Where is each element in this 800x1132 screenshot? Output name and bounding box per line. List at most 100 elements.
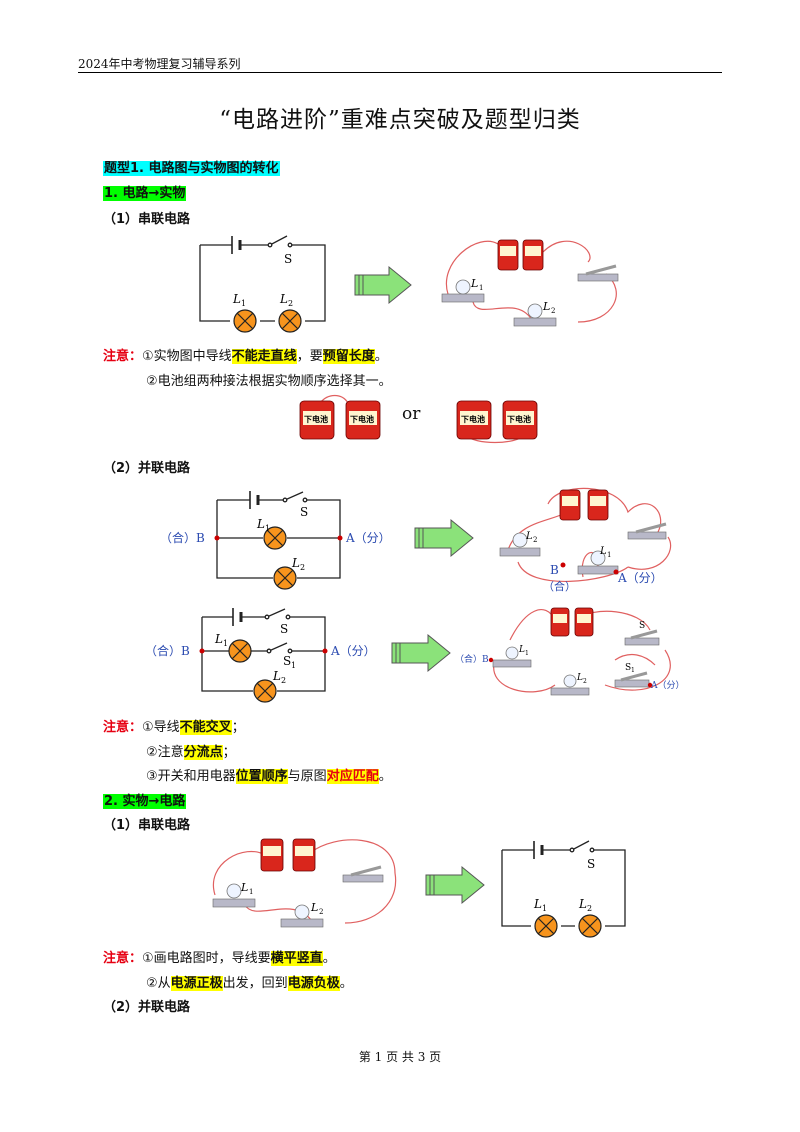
arrow-icon (425, 865, 485, 905)
lamp-label: L (518, 645, 525, 655)
arrow-icon (414, 518, 474, 558)
lamp-sub: 2 (288, 299, 293, 308)
series-label-2: （1）串联电路 (103, 818, 191, 833)
lamp-label: L (525, 531, 533, 542)
lamp-label: L (310, 901, 318, 914)
battery-option-a: 下电池 下电池 (299, 394, 381, 440)
lamp-sub: 1 (607, 551, 611, 559)
switch-label: S (300, 505, 308, 519)
lamp-sub: 1 (223, 639, 228, 648)
note-highlight: 对应匹配 (326, 769, 379, 784)
lamp-sub: 2 (281, 676, 286, 685)
note-label: 注意： (103, 951, 143, 966)
note-highlight: 电源负极 (287, 976, 340, 991)
arrow-icon (354, 265, 412, 305)
note-text: ②注意 (146, 745, 184, 760)
switch1-sub: 1 (631, 667, 635, 674)
parallel-label-2: （2）并联电路 (103, 1000, 191, 1015)
lamp-label: L (240, 881, 248, 894)
series-physical-picture: L 1 L 2 (441, 239, 619, 327)
parallel-note-line-1: 注意：①导线不能交叉； (103, 716, 245, 735)
battery-icon (559, 489, 609, 521)
split-node-label: A（分） (617, 571, 663, 585)
note-text: ，要 (296, 349, 323, 364)
lamp-sub: 2 (300, 563, 305, 572)
parallel-note-line-2: ②注意分流点； (146, 741, 236, 760)
note-text: 。 (322, 951, 336, 966)
note-text: ； (222, 745, 236, 760)
lamp-sub: 1 (241, 299, 246, 308)
lamp-sub: 2 (587, 904, 592, 913)
arrow-icon (391, 633, 451, 673)
lamp-label: L (232, 292, 241, 306)
battery-text: 下电池 (507, 414, 531, 424)
note-text: ； (231, 720, 245, 735)
parallel-circuit-diagram-b: S S 1 L 1 L 2 （合）B A（分） (145, 608, 376, 703)
note-text: ①画电路图时，导线要 (142, 951, 271, 966)
lamp-label: L (256, 517, 265, 531)
merge-node-label: B (550, 563, 559, 577)
note-text: 。 (339, 976, 353, 991)
battery-icon (550, 607, 594, 637)
lamp-label: L (291, 556, 300, 570)
battery-text: 下电池 (304, 414, 328, 424)
lamp-sub: 1 (479, 284, 483, 292)
switch-label: S (639, 621, 645, 631)
header-rule (78, 72, 722, 73)
note-highlight: 横平竖直 (270, 951, 323, 966)
lamp-label: L (576, 673, 583, 683)
parallel-physical-picture-a: L 2 L 1 B （合） A（分） (499, 487, 672, 593)
part-heading-2: 2. 实物→电路 (103, 790, 187, 809)
section-heading-text: 题型1. 电路图与实物图的转化 (103, 161, 280, 176)
note-label: 注意： (103, 349, 143, 364)
parallel-physical-picture-b: （合）B A（分） L 1 L 2 S S 1 (455, 607, 685, 696)
note-text: 出发，回到 (222, 976, 288, 991)
lamp-label: L (578, 897, 587, 911)
split-node-label: A（分） (650, 680, 685, 691)
series-circuit-diagram: S L 1 L 2 (199, 235, 326, 333)
lamp-sub: 2 (551, 307, 555, 315)
switch-label: S (587, 857, 595, 871)
switch-label: S (280, 622, 288, 636)
note-text: 与原图 (287, 769, 327, 784)
parallel-label-1: （2）并联电路 (103, 461, 191, 476)
lamp-label: L (272, 669, 281, 683)
note-text: 。 (374, 349, 388, 364)
header-series: 2024年中考物理复习辅导系列 (78, 57, 241, 71)
part-heading-text: 1. 电路→实物 (103, 186, 187, 201)
note-highlight: 不能走直线 (231, 349, 297, 364)
note-text: ②从 (146, 976, 171, 991)
series-label-1: （1）串联电路 (103, 212, 191, 227)
section-heading-1: 题型1. 电路图与实物图的转化 (103, 157, 280, 176)
battery-icon (497, 239, 544, 271)
lamp-label: L (533, 897, 542, 911)
lamp-sub: 2 (319, 908, 323, 916)
switch1-label: S (625, 663, 631, 673)
note-text: 。 (378, 769, 392, 784)
lamp-label: L (470, 277, 478, 290)
lamp-sub: 2 (533, 536, 537, 544)
merge-node-label: （合） (543, 579, 576, 593)
merge-node-label: （合）B (455, 653, 489, 665)
note-line-1: 注意：①实物图中导线不能走直线，要预留长度。 (103, 345, 388, 364)
lamp-sub: 1 (249, 888, 253, 896)
part2-note-line-2: ②从电源正极出发，回到电源负极。 (146, 972, 353, 991)
split-node-label: A（分） (330, 644, 376, 658)
battery-option-b: 下电池 下电池 (456, 400, 538, 444)
series-circuit-diagram-2: S L 1 L 2 (501, 840, 626, 938)
note-highlight: 不能交叉 (179, 720, 232, 735)
merge-node-label: （合）B (145, 643, 190, 658)
note-line-2: ②电池组两种接法根据实物顺序选择其一。 (146, 374, 392, 389)
note-label: 注意： (103, 720, 143, 735)
battery-icon (260, 838, 316, 872)
lamp-label: L (279, 292, 288, 306)
lamp-label: L (599, 546, 607, 557)
note-text: ③开关和用电器 (146, 769, 236, 784)
part2-note-line-1: 注意：①画电路图时，导线要横平竖直。 (103, 947, 336, 966)
switch-label: S (284, 252, 292, 266)
series-physical-picture-2: L 1 L 2 (212, 838, 397, 928)
lamp-sub: 1 (542, 904, 547, 913)
lamp-sub: 2 (583, 678, 587, 685)
note-text: ①实物图中导线 (142, 349, 232, 364)
switch1-sub: 1 (291, 661, 296, 670)
